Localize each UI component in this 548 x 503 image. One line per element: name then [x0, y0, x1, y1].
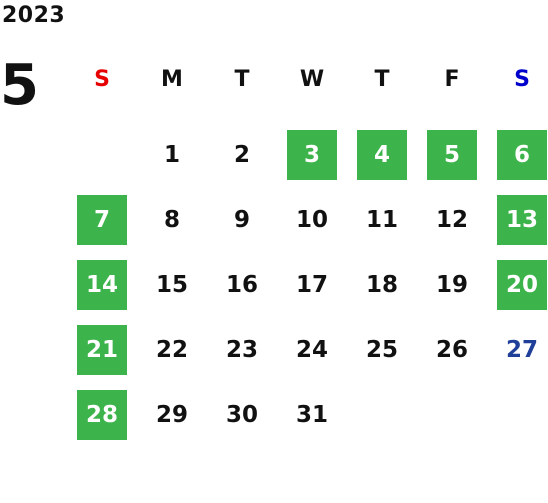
day-cell[interactable]: 14: [77, 259, 127, 310]
calendar-cell: [67, 122, 137, 187]
day-cell: [77, 130, 127, 180]
day-cell[interactable]: 6: [497, 129, 547, 180]
calendar-cell: 24: [277, 317, 347, 382]
calendar-cell: [347, 382, 417, 447]
weekday-wednesday: W: [299, 67, 325, 92]
day-cell[interactable]: 29: [155, 401, 188, 428]
weekday-thursday: T: [374, 67, 390, 92]
calendar-cell: 19: [417, 252, 487, 317]
day-cell[interactable]: 13: [497, 194, 547, 245]
day-cell: [357, 390, 407, 440]
calendar-cell: 10: [277, 187, 347, 252]
day-cell[interactable]: 4: [357, 129, 407, 180]
calendar-cell: 31: [277, 382, 347, 447]
day-cell[interactable]: 28: [77, 389, 127, 440]
calendar-cell: 20: [487, 252, 548, 317]
day-cell[interactable]: 8: [163, 206, 180, 233]
calendar-cell: 7: [67, 187, 137, 252]
day-cell[interactable]: 19: [435, 271, 468, 298]
calendar-cell: 13: [487, 187, 548, 252]
calendar-cell: 28: [67, 382, 137, 447]
calendar-cell: 1: [137, 122, 207, 187]
day-cell[interactable]: 30: [225, 401, 258, 428]
calendar-cell: 21: [67, 317, 137, 382]
weekday-friday: F: [444, 67, 460, 92]
day-cell[interactable]: 10: [295, 206, 328, 233]
day-cell[interactable]: 9: [233, 206, 250, 233]
day-cell[interactable]: 5: [427, 129, 477, 180]
calendar-cell: 9: [207, 187, 277, 252]
calendar-cell: 16: [207, 252, 277, 317]
calendar-cell: 27: [487, 317, 548, 382]
calendar-cell: 11: [347, 187, 417, 252]
calendar-cell: 2: [207, 122, 277, 187]
day-cell[interactable]: 20: [497, 259, 547, 310]
day-cell[interactable]: 21: [77, 324, 127, 375]
day-cell: [427, 390, 477, 440]
calendar-cell: [487, 382, 548, 447]
day-cell[interactable]: 24: [295, 336, 328, 363]
day-cell[interactable]: 22: [155, 336, 188, 363]
day-cell[interactable]: 7: [77, 194, 127, 245]
calendar-cell: 8: [137, 187, 207, 252]
calendar-cell: 18: [347, 252, 417, 317]
day-cell[interactable]: 25: [365, 336, 398, 363]
calendar-cell: 26: [417, 317, 487, 382]
day-cell[interactable]: 18: [365, 271, 398, 298]
day-cell[interactable]: 11: [365, 206, 398, 233]
calendar-cell: 12: [417, 187, 487, 252]
calendar-cell: 15: [137, 252, 207, 317]
day-cell[interactable]: 1: [163, 141, 180, 168]
month-number: 5: [0, 53, 39, 118]
calendar-grid: S M T W T F S 1 2 3 4 5 6 7 8 9 10 11 12…: [67, 57, 548, 447]
calendar-cell: 22: [137, 317, 207, 382]
calendar-cell: [417, 382, 487, 447]
day-cell[interactable]: 26: [435, 336, 468, 363]
weekday-tuesday: T: [234, 67, 250, 92]
day-cell[interactable]: 15: [155, 271, 188, 298]
calendar-cell: 30: [207, 382, 277, 447]
calendar-cell: 17: [277, 252, 347, 317]
calendar-cell: 4: [347, 122, 417, 187]
day-cell[interactable]: 3: [287, 129, 337, 180]
day-cell[interactable]: 17: [295, 271, 328, 298]
calendar-cell: 6: [487, 122, 548, 187]
calendar-cell: 3: [277, 122, 347, 187]
calendar-cell: 14: [67, 252, 137, 317]
calendar-cell: 23: [207, 317, 277, 382]
weekday-saturday: S: [514, 67, 530, 92]
day-cell[interactable]: 12: [435, 206, 468, 233]
calendar-cell: 5: [417, 122, 487, 187]
year-label: 2023: [2, 3, 66, 28]
calendar-cell: 29: [137, 382, 207, 447]
weekday-monday: M: [161, 67, 183, 92]
day-cell[interactable]: 16: [225, 271, 258, 298]
calendar-cell: 25: [347, 317, 417, 382]
day-cell[interactable]: 23: [225, 336, 258, 363]
day-cell: [497, 390, 547, 440]
day-cell[interactable]: 27: [505, 336, 538, 363]
day-cell[interactable]: 2: [233, 141, 250, 168]
weekday-sunday: S: [94, 67, 110, 92]
day-cell[interactable]: 31: [295, 401, 328, 428]
